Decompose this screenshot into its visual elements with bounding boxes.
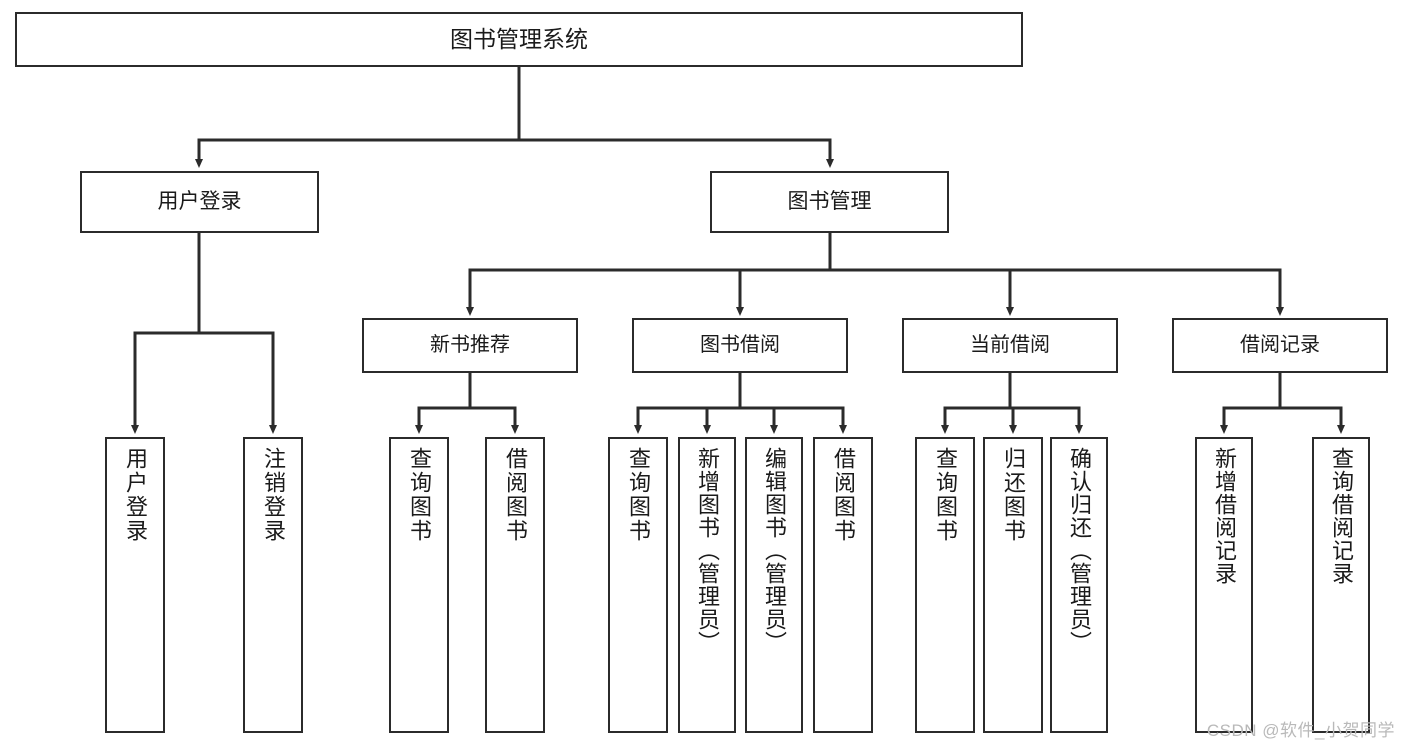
node-book-borrow[interactable]: 图书借阅 — [632, 318, 848, 373]
node-user-login[interactable]: 用户登录 — [80, 171, 319, 233]
node-leaf-add-record-label: 新增借阅记录 — [1212, 447, 1237, 585]
node-leaf-borrow-book-1-label: 借阅图书 — [503, 447, 528, 543]
node-leaf-query-book-2[interactable]: 查询图书 — [608, 437, 668, 733]
node-leaf-query-book-1[interactable]: 查询图书 — [389, 437, 449, 733]
node-leaf-edit-book[interactable]: 编辑图书（管理员） — [745, 437, 803, 733]
node-borrow-record-label: 借阅记录 — [1240, 333, 1320, 356]
node-leaf-user-logout-label: 注销登录 — [261, 447, 286, 543]
node-current-borrow[interactable]: 当前借阅 — [902, 318, 1118, 373]
node-leaf-add-record[interactable]: 新增借阅记录 — [1195, 437, 1253, 733]
node-leaf-user-login[interactable]: 用户登录 — [105, 437, 165, 733]
node-leaf-edit-book-label: 编辑图书（管理员） — [762, 447, 787, 654]
node-root[interactable]: 图书管理系统 — [15, 12, 1023, 67]
node-leaf-query-book-3[interactable]: 查询图书 — [915, 437, 975, 733]
node-leaf-user-logout[interactable]: 注销登录 — [243, 437, 303, 733]
node-leaf-borrow-book-2-label: 借阅图书 — [831, 447, 856, 543]
node-leaf-query-book-1-label: 查询图书 — [407, 447, 432, 543]
node-leaf-add-book-label: 新增图书（管理员） — [695, 447, 720, 654]
node-root-label: 图书管理系统 — [450, 25, 588, 52]
node-leaf-confirm-return-label: 确认归还（管理员） — [1067, 447, 1092, 654]
node-leaf-confirm-return[interactable]: 确认归还（管理员） — [1050, 437, 1108, 733]
node-new-book-rec-label: 新书推荐 — [430, 333, 510, 356]
node-user-login-label: 用户登录 — [157, 189, 242, 213]
node-book-borrow-label: 图书借阅 — [700, 333, 780, 356]
node-leaf-return-book-label: 归还图书 — [1001, 447, 1026, 543]
watermark-text: CSDN @软件_小贺同学 — [1206, 721, 1395, 740]
node-borrow-record[interactable]: 借阅记录 — [1172, 318, 1388, 373]
node-leaf-query-record[interactable]: 查询借阅记录 — [1312, 437, 1370, 733]
node-leaf-borrow-book-2[interactable]: 借阅图书 — [813, 437, 873, 733]
node-new-book-rec[interactable]: 新书推荐 — [362, 318, 578, 373]
node-book-manage[interactable]: 图书管理 — [710, 171, 949, 233]
node-leaf-user-login-label: 用户登录 — [123, 447, 148, 543]
node-leaf-query-record-label: 查询借阅记录 — [1329, 447, 1354, 585]
node-leaf-add-book[interactable]: 新增图书（管理员） — [678, 437, 736, 733]
node-leaf-borrow-book-1[interactable]: 借阅图书 — [485, 437, 545, 733]
node-book-manage-label: 图书管理 — [787, 189, 872, 213]
node-leaf-query-book-2-label: 查询图书 — [626, 447, 651, 543]
node-leaf-query-book-3-label: 查询图书 — [933, 447, 958, 543]
node-current-borrow-label: 当前借阅 — [970, 333, 1050, 356]
node-leaf-return-book[interactable]: 归还图书 — [983, 437, 1043, 733]
